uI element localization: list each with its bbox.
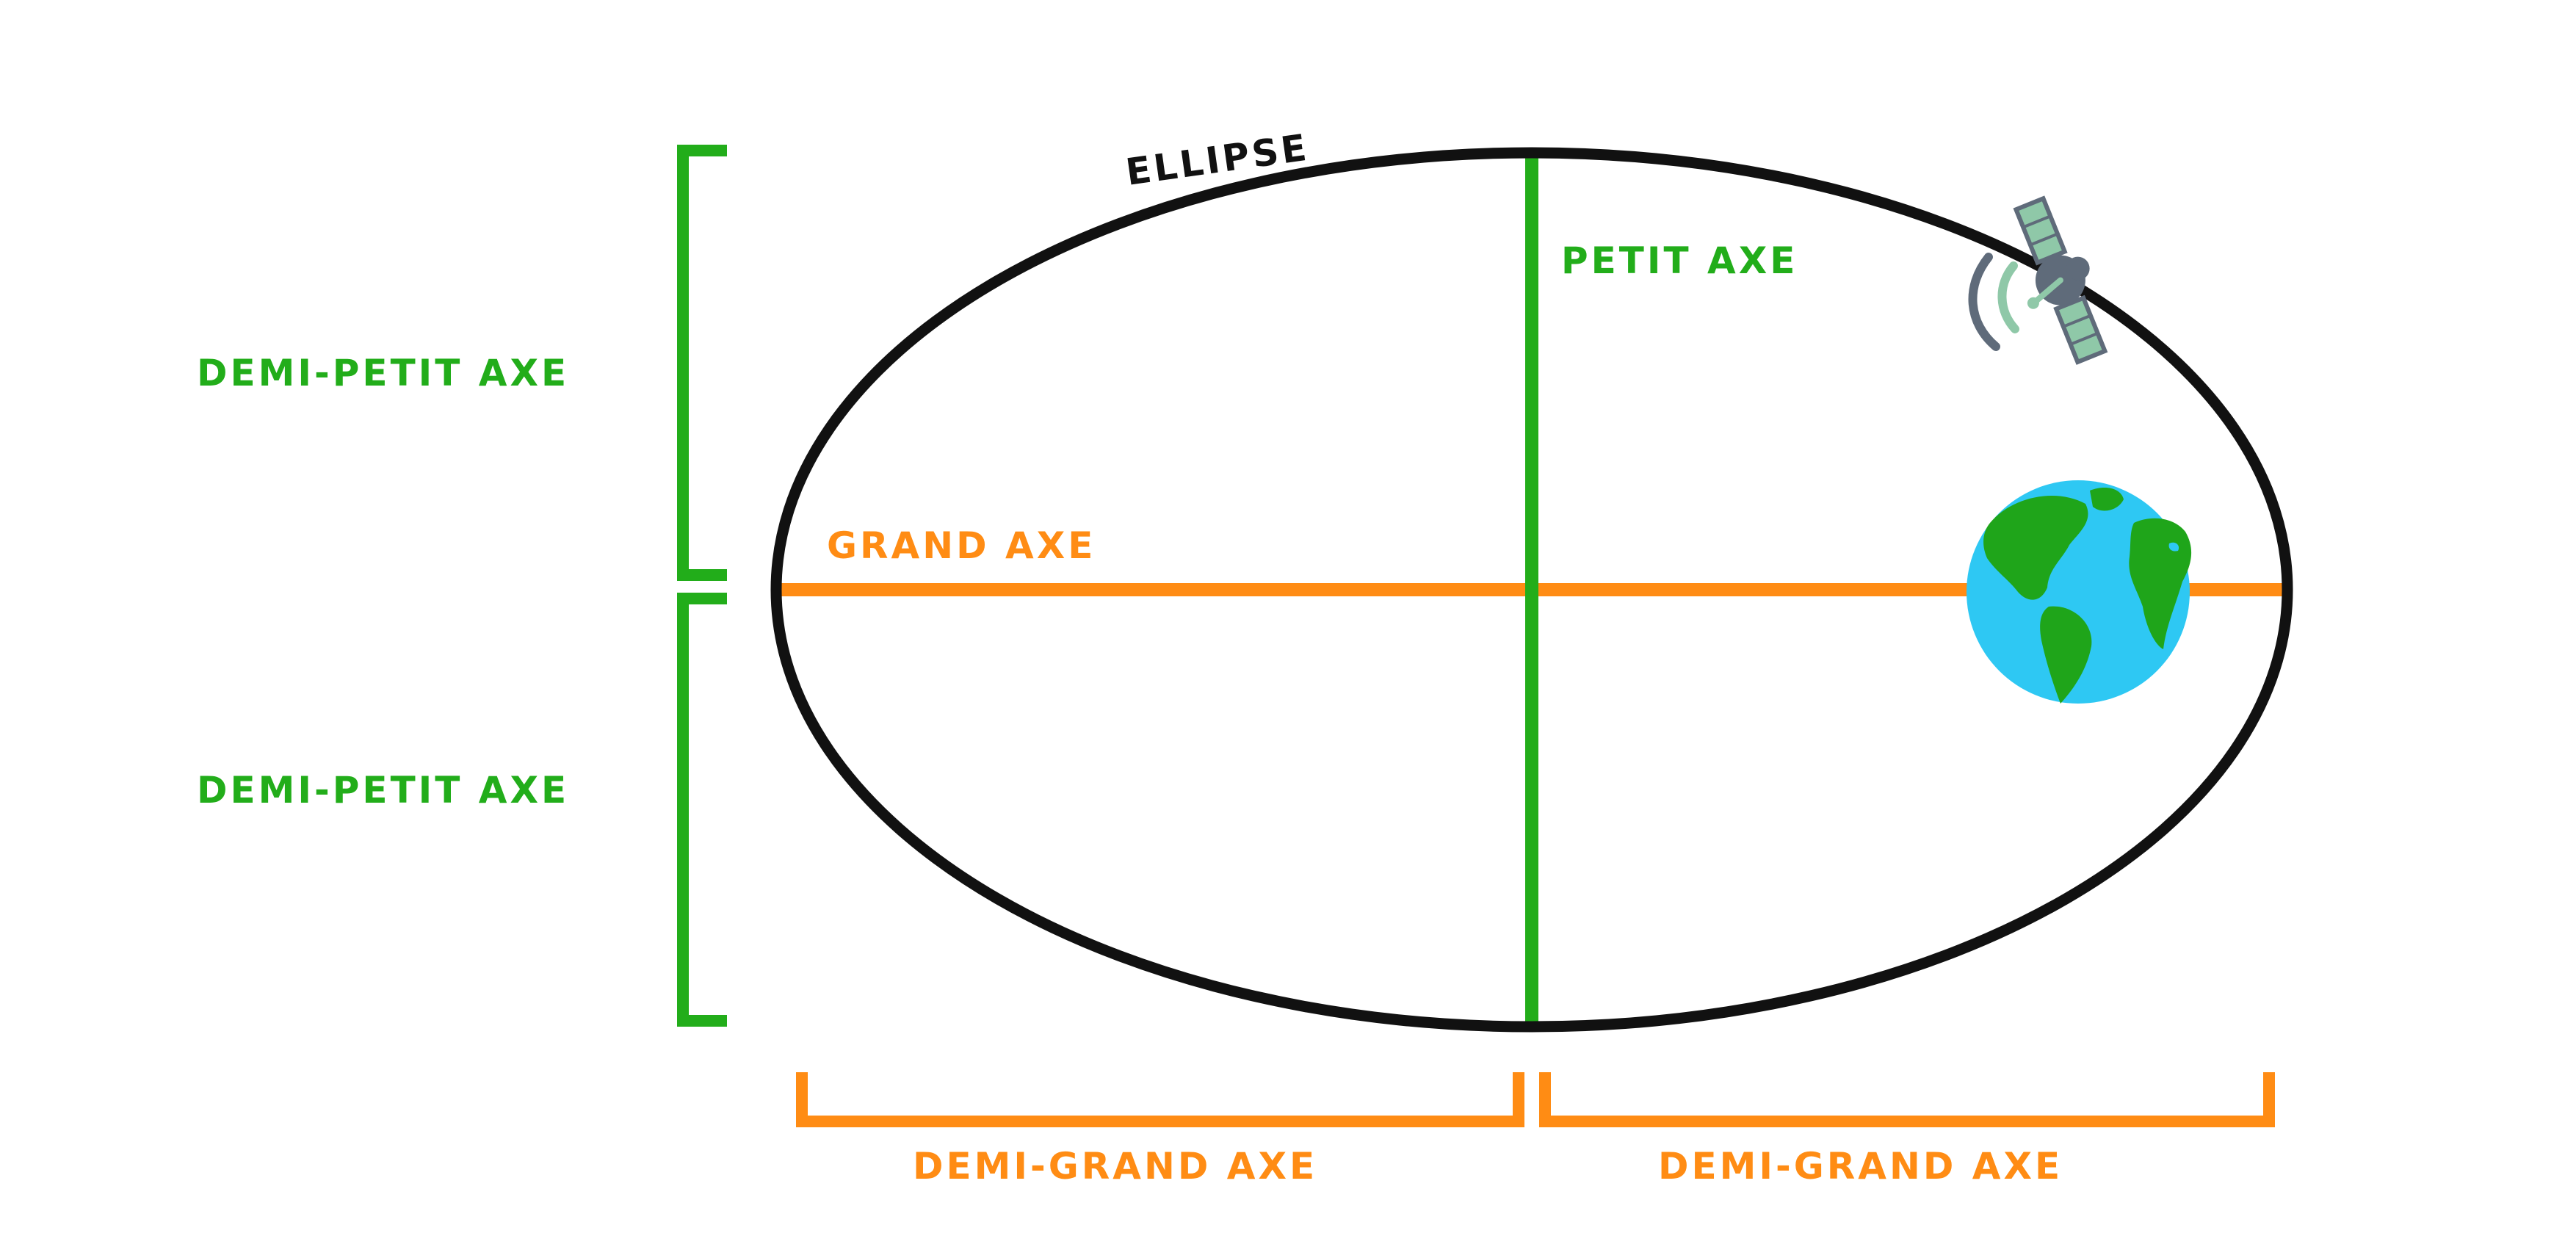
- signal-waves-icon: [1968, 253, 2019, 351]
- minor-axis-label: PETIT AXE: [1561, 239, 1798, 282]
- semi-major-bracket-left: [796, 1072, 1524, 1127]
- semi-minor-label-bottom: DEMI-PETIT AXE: [197, 769, 569, 812]
- semi-minor-bracket-top: [677, 145, 727, 581]
- satellite-icon: [2013, 195, 2108, 365]
- ellipse-label: ELLIPSE: [1124, 126, 1312, 193]
- semi-major-label-right: DEMI-GRAND AXE: [1658, 1145, 2063, 1188]
- semi-minor-bracket-bottom: [677, 593, 727, 1027]
- semi-minor-label-top: DEMI-PETIT AXE: [197, 352, 569, 394]
- semi-major-label-left: DEMI-GRAND AXE: [913, 1145, 1317, 1188]
- major-axis-label: GRAND AXE: [827, 524, 1096, 567]
- ellipse-outline: [770, 147, 2293, 1033]
- earth-icon: [1967, 480, 2192, 704]
- semi-major-bracket-right: [1539, 1072, 2275, 1127]
